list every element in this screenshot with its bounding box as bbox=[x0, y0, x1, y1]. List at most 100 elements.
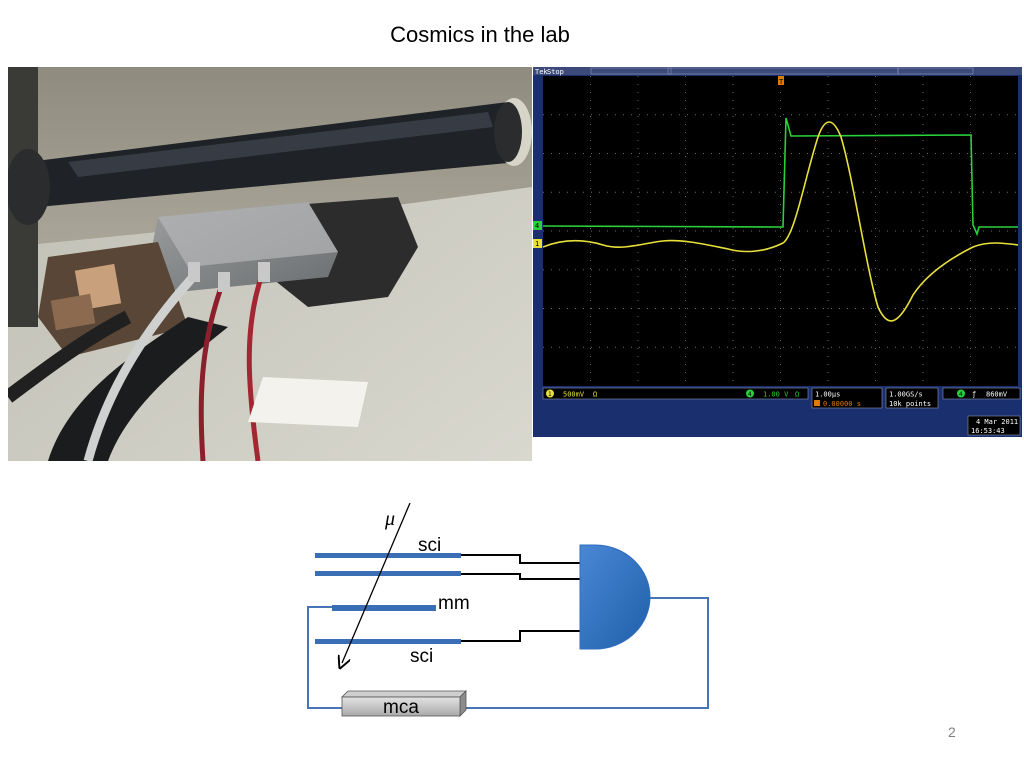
grid-dot bbox=[711, 346, 712, 348]
grid-dot bbox=[719, 230, 720, 232]
grid-dot bbox=[559, 346, 560, 348]
grid-dot bbox=[780, 276, 781, 277]
grid-dot bbox=[637, 228, 639, 229]
scope-time: 16:53:43 bbox=[971, 427, 1005, 435]
grid-dot bbox=[875, 84, 876, 85]
grid-dot bbox=[827, 292, 829, 293]
grid-dot bbox=[780, 228, 781, 229]
grid-dot bbox=[927, 114, 928, 116]
grid-dot bbox=[927, 153, 928, 154]
grid-dot bbox=[695, 346, 696, 348]
grid-dot bbox=[655, 230, 656, 232]
grid-dot bbox=[732, 364, 734, 365]
grid-dot bbox=[827, 92, 829, 93]
grid-dot bbox=[685, 156, 686, 157]
grid-dot bbox=[685, 140, 686, 141]
grid-dot bbox=[685, 236, 686, 237]
grid-dot bbox=[780, 292, 781, 293]
grid-dot bbox=[922, 92, 924, 93]
grid-dot bbox=[767, 269, 768, 271]
grid-dot bbox=[887, 346, 888, 348]
grid-dot bbox=[919, 269, 920, 271]
grid-dot bbox=[807, 346, 808, 348]
grid-dot bbox=[685, 92, 686, 93]
grid-dot bbox=[567, 346, 568, 348]
grid-dot bbox=[590, 220, 591, 221]
grid-dot bbox=[791, 269, 792, 271]
grid-dot bbox=[590, 276, 591, 277]
grid-dot bbox=[970, 268, 971, 269]
grid-dot bbox=[679, 153, 680, 154]
grid-dot bbox=[780, 340, 781, 341]
grid-dot bbox=[637, 364, 639, 365]
grid-dot bbox=[780, 140, 781, 141]
grid-dot bbox=[927, 308, 928, 309]
grid-dot bbox=[655, 191, 656, 193]
grid-dot bbox=[823, 308, 824, 309]
grid-dot bbox=[970, 156, 971, 157]
grid-dot bbox=[679, 269, 680, 271]
grid-dot bbox=[711, 191, 712, 193]
grid-dot bbox=[959, 153, 960, 154]
grid-dot bbox=[970, 244, 971, 245]
grid-dot bbox=[855, 153, 856, 154]
grid-dot bbox=[559, 114, 560, 116]
scope-status: Stop bbox=[547, 68, 564, 76]
grid-dot bbox=[922, 148, 924, 149]
grid-dot bbox=[919, 308, 920, 309]
grid-dot bbox=[951, 191, 952, 193]
grid-dot bbox=[631, 114, 632, 116]
grid-dot bbox=[823, 230, 824, 232]
grid-dot bbox=[791, 114, 792, 116]
grid-dot bbox=[959, 114, 960, 116]
grid-dot bbox=[815, 346, 816, 348]
grid-dot bbox=[903, 153, 904, 154]
grid-dot bbox=[922, 156, 924, 157]
grid-dot bbox=[767, 346, 768, 348]
grid-dot bbox=[775, 191, 776, 193]
grid-dot bbox=[732, 140, 734, 141]
grid-dot bbox=[732, 332, 734, 333]
mm-bar bbox=[332, 605, 436, 611]
sci-bottom-label: sci bbox=[410, 646, 433, 667]
grid-dot bbox=[959, 230, 960, 232]
grid-dot bbox=[780, 348, 781, 349]
grid-dot bbox=[780, 100, 781, 101]
grid-dot bbox=[732, 148, 734, 149]
grid-dot bbox=[1007, 308, 1008, 309]
grid-dot bbox=[751, 153, 752, 154]
grid-dot bbox=[590, 260, 591, 261]
grid-dot bbox=[895, 346, 896, 348]
grid-dot bbox=[991, 308, 992, 309]
grid-dot bbox=[671, 153, 672, 154]
grid-dot bbox=[780, 132, 781, 133]
grid-dot bbox=[655, 269, 656, 271]
grid-dot bbox=[863, 346, 864, 348]
grid-dot bbox=[575, 308, 576, 309]
grid-dot bbox=[887, 153, 888, 154]
grid-dot bbox=[590, 164, 591, 165]
grid-dot bbox=[679, 346, 680, 348]
grid-dot bbox=[590, 196, 591, 197]
grid-dot bbox=[807, 269, 808, 271]
grid-dot bbox=[671, 114, 672, 116]
grid-dot bbox=[875, 348, 876, 349]
grid-dot bbox=[637, 236, 639, 237]
grid-dot bbox=[732, 212, 734, 213]
grid-dot bbox=[663, 191, 664, 193]
ch4-readout-marker: 4 bbox=[748, 391, 752, 398]
grid-dot bbox=[583, 153, 584, 154]
grid-dot bbox=[575, 191, 576, 193]
mca-box: mca bbox=[341, 690, 467, 718]
grid-dot bbox=[732, 108, 734, 109]
grid-dot bbox=[687, 308, 688, 309]
grid-dot bbox=[975, 269, 976, 271]
grid-dot bbox=[615, 153, 616, 154]
grid-dot bbox=[743, 191, 744, 193]
grid-dot bbox=[807, 230, 808, 232]
grid-dot bbox=[970, 364, 971, 365]
grid-dot bbox=[863, 153, 864, 154]
grid-dot bbox=[815, 153, 816, 154]
grid-dot bbox=[959, 308, 960, 309]
grid-dot bbox=[559, 269, 560, 271]
